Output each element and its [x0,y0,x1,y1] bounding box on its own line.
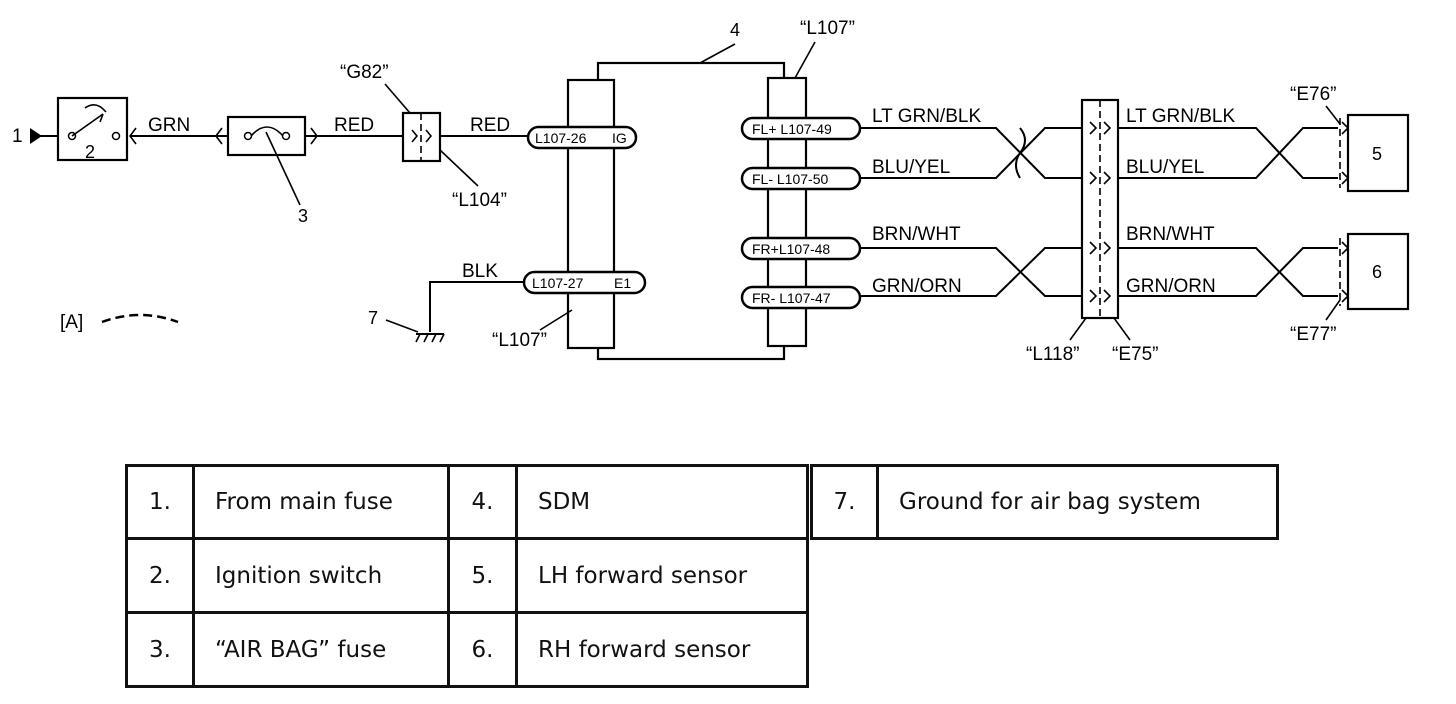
view-label-a: [A] [60,312,83,333]
leader-line [384,83,411,114]
callout-6: 6 [1372,262,1382,282]
leader-line [1069,317,1087,341]
callout-7: 7 [368,308,378,328]
ignition-switch [56,96,129,162]
leader-line [1325,299,1341,321]
pin-ig-name: IG [612,130,627,146]
pin-e1-number: L107-27 [532,275,584,291]
ground-icon [415,333,445,343]
sdm-module [566,61,808,361]
leader-line [265,131,301,206]
leader-line [539,309,573,331]
wire-label-grn: GRN [148,115,190,136]
wire-label-brn-wht-2: BRN/WHT [1126,224,1215,245]
wire-pair-fr-sdm [860,247,1082,297]
connector-label-e77: “E77” [1290,324,1336,345]
wire-pair-lh-sensor [1118,118,1350,188]
air-bag-fuse [215,115,318,157]
wire-label-brn-wht-1: BRN/WHT [872,224,961,245]
pin-e1: L107-27 E1 [522,270,647,295]
connector-label-l107-top: “L107” [800,18,855,39]
junction-g82-l104 [401,111,442,163]
connector-label-g82: “G82” [340,62,389,83]
pin-fr-minus: FR- L107-47 [740,285,862,310]
lh-forward-sensor: 5 [1346,113,1410,193]
leader-line [699,43,736,64]
svg-text:FR+L107-48: FR+L107-48 [752,241,830,257]
leader-line [439,149,479,187]
leader-line [385,319,419,333]
callout-1: 1 [12,126,23,147]
connector-label-l107-bottom: “L107” [492,330,547,351]
connector-label-l104: “L104” [452,190,507,211]
svg-text:FL- L107-50: FL- L107-50 [752,171,828,187]
input-arrow-icon [30,128,42,144]
view-indicator [101,313,179,324]
pin-e1-name: E1 [614,275,631,291]
connector-label-l118: “L118” [1026,344,1080,365]
pin-ig: L107-26 IG [526,125,638,150]
pin-fl-plus: FL+ L107-49 [740,116,862,141]
wire-label-blk: BLK [462,261,498,282]
wire-label-grn-orn-1: GRN/ORN [872,276,962,297]
wire-label-blu-yel-2: BLU/YEL [1126,157,1204,178]
svg-text:FR- L107-47: FR- L107-47 [752,290,831,306]
wire-label-blu-yel-1: BLU/YEL [872,157,950,178]
pin-ig-number: L107-26 [535,130,587,146]
wire-pair-fl-sdm [860,127,1082,179]
pin-fr-plus: FR+L107-48 [740,236,862,261]
wire-label-red-2: RED [470,115,510,136]
wire-label-red-1: RED [334,115,374,136]
callout-5: 5 [1372,144,1382,164]
leader-line [1325,105,1341,125]
svg-text:FL+ L107-49: FL+ L107-49 [752,121,832,137]
wire-blk [429,281,524,332]
pin-fl-minus: FL- L107-50 [740,166,862,191]
connector-label-e76: “E76” [1290,84,1336,105]
connector-label-e75: “E75” [1112,344,1158,365]
rh-forward-sensor: 6 [1346,232,1410,311]
leader-line [794,41,816,79]
leader-line [1113,317,1131,341]
callout-3: 3 [298,206,308,226]
wire-label-lt-grn-blk-1: LT GRN/BLK [872,106,981,127]
callout-2: 2 [85,142,95,162]
junction-l118-e75 [1080,98,1120,320]
wire-label-lt-grn-blk-2: LT GRN/BLK [1126,106,1235,127]
wire-label-grn-orn-2: GRN/ORN [1126,276,1216,297]
callout-4: 4 [730,20,740,40]
